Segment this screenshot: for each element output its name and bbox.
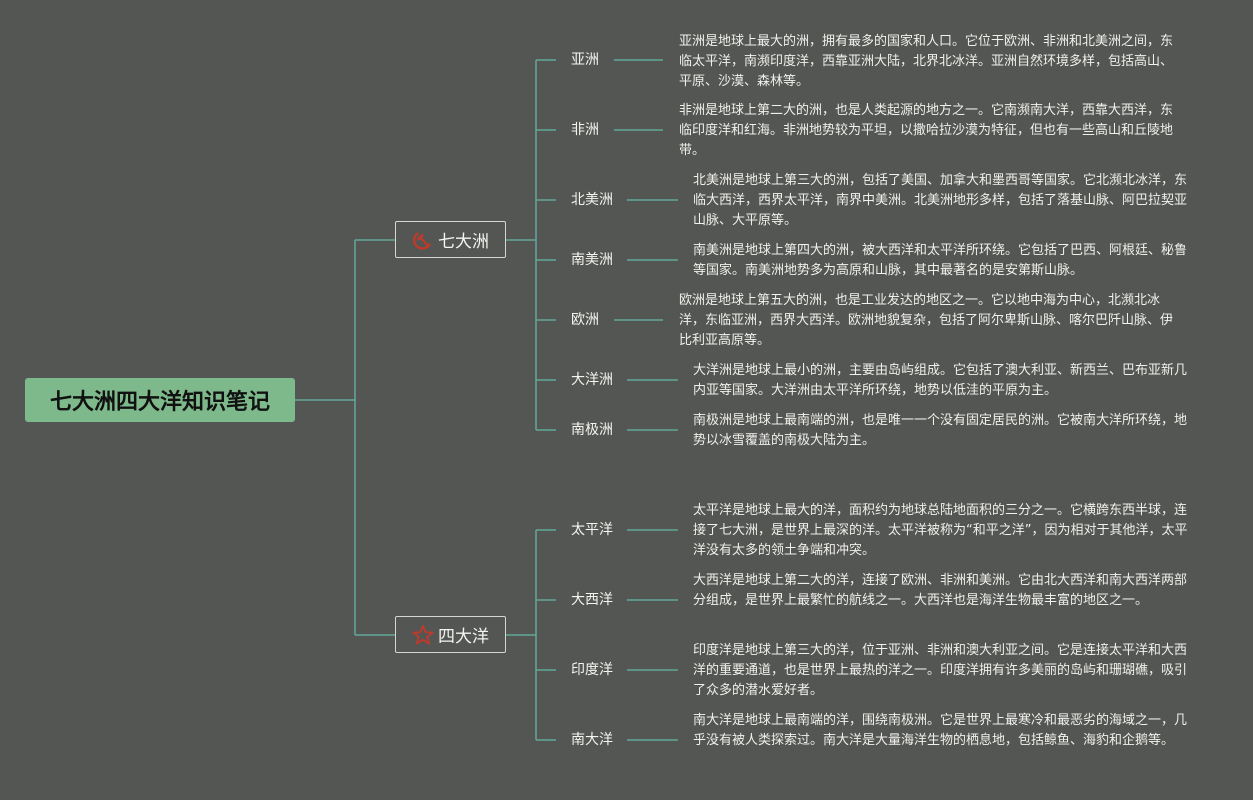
hammer-sickle-icon	[413, 231, 431, 250]
star-icon	[412, 624, 434, 645]
note-north-america: 北美洲是地球上第三大的洲，包括了美国、加拿大和墨西哥等国家。它北濒北冰洋，东临大…	[693, 173, 1188, 228]
note-africa: 非洲是地球上第二大的洲，也是人类起源的地方之一。它南濒南大洋，西靠大西洋，东临印…	[679, 103, 1174, 158]
branch-continents[interactable]: 七大洲	[395, 221, 506, 258]
leaf-atlantic[interactable]: 大西洋	[571, 592, 613, 608]
leaf-southern[interactable]: 南大洋	[571, 732, 613, 748]
branch-label: 四大洋	[438, 627, 489, 647]
note-oceania: 大洋洲是地球上最小的洲，主要由岛屿组成。它包括了澳大利亚、新西兰、巴布亚新几内亚…	[693, 363, 1188, 398]
branch-label: 七大洲	[438, 232, 489, 252]
leaf-south-america[interactable]: 南美洲	[571, 252, 613, 268]
note-asia: 亚洲是地球上最大的洲，拥有最多的国家和人口。它位于欧洲、非洲和北美洲之间，东临太…	[679, 34, 1174, 89]
note-antarctica: 南极洲是地球上最南端的洲，也是唯一一个没有固定居民的洲。它被南大洋所环绕，地势以…	[693, 413, 1188, 448]
leaf-asia[interactable]: 亚洲	[571, 52, 599, 68]
root-title: 七大洲四大洋知识笔记	[49, 390, 270, 415]
root-topic[interactable]: 七大洲四大洋知识笔记	[25, 378, 295, 422]
note-indian: 印度洋是地球上第三大的洋，位于亚洲、非洲和澳大利亚之间。它是连接太平洋和大西洋的…	[693, 643, 1188, 698]
leaf-europe[interactable]: 欧洲	[571, 312, 599, 328]
leaf-antarctica[interactable]: 南极洲	[571, 422, 613, 438]
note-europe: 欧洲是地球上第五大的洲，也是工业发达的地区之一。它以地中海为中心，北濒北冰洋，东…	[679, 293, 1174, 348]
note-pacific: 太平洋是地球上最大的洋，面积约为地球总陆地面积的三分之一。它横跨东西半球，连接了…	[693, 503, 1188, 558]
leaf-pacific[interactable]: 太平洋	[571, 522, 613, 538]
leaf-africa[interactable]: 非洲	[571, 122, 599, 138]
leaf-north-america[interactable]: 北美洲	[571, 192, 613, 208]
leaf-indian[interactable]: 印度洋	[571, 662, 613, 678]
leaf-oceania[interactable]: 大洋洲	[571, 372, 613, 388]
note-atlantic: 大西洋是地球上第二大的洋，连接了欧洲、非洲和美洲。它由北大西洋和南大西洋两部分组…	[693, 573, 1188, 608]
note-south-america: 南美洲是地球上第四大的洲，被大西洋和太平洋所环绕。它包括了巴西、阿根廷、秘鲁等国…	[693, 243, 1188, 278]
note-southern: 南大洋是地球上最南端的洋，围绕南极洲。它是世界上最寒冷和最恶劣的海域之一，几乎没…	[693, 713, 1188, 748]
branch-oceans[interactable]: 四大洋	[395, 616, 506, 653]
